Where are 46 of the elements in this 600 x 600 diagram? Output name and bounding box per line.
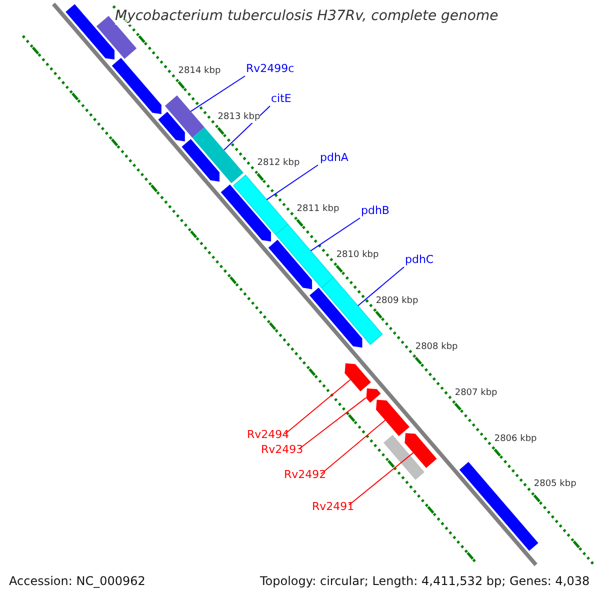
leader-line xyxy=(310,218,360,252)
gene-feature xyxy=(376,400,410,436)
gene-feature xyxy=(220,184,271,242)
gene-feature xyxy=(344,363,371,392)
gene-feature xyxy=(268,240,312,290)
gene-feature xyxy=(366,388,381,403)
gene-label: Rv2499c xyxy=(246,62,294,76)
gene-feature xyxy=(404,433,437,468)
scale-label: 2811 kbp xyxy=(296,204,340,215)
gene-feature xyxy=(158,112,185,142)
leader-line xyxy=(284,379,351,434)
accession-text: Accession: NC_000962 xyxy=(9,574,146,588)
scale-label: 2808 kbp xyxy=(415,342,458,352)
gene-label: Rv2491 xyxy=(312,500,354,514)
leader-line xyxy=(320,420,386,474)
scale-label: 2810 kbp xyxy=(336,250,379,261)
scale-label: 2814 kbp xyxy=(178,66,221,77)
scale-label: 2809 kbp xyxy=(376,296,418,307)
scale-label: 2805 kbp xyxy=(534,479,576,490)
gene-feature xyxy=(275,224,334,288)
scale-label: 2812 kbp xyxy=(257,158,300,169)
gene-label: citE xyxy=(271,92,292,106)
gene-feature xyxy=(192,127,244,184)
gene-feature xyxy=(310,288,362,348)
gene-label: pdhB xyxy=(361,204,390,218)
gene-label: Rv2494 xyxy=(247,428,290,442)
scale-label: 2807 kbp xyxy=(454,388,498,398)
gene-label: pdhC xyxy=(405,253,434,266)
gene-feature xyxy=(384,434,424,480)
gene-feature xyxy=(232,174,288,236)
scale-label: 2813 kbp xyxy=(218,112,260,123)
map-title: Mycobacterium tuberculosis H37Rv, complete genome xyxy=(115,8,498,25)
gene-feature xyxy=(66,4,114,60)
gene-feature xyxy=(112,58,162,114)
gene-feature xyxy=(182,139,220,182)
gene-feature xyxy=(164,95,204,138)
leader-line xyxy=(348,452,414,506)
gene-label: pdhA xyxy=(320,151,348,164)
leader-line xyxy=(358,266,404,306)
gene-label: Rv2493 xyxy=(261,443,304,456)
genome-stats-text: Topology: circular; Length: 4,411,532 bp; Genes: 4,038 xyxy=(260,574,590,588)
gene-label: Rv2492 xyxy=(284,468,326,482)
leader-line xyxy=(190,76,246,112)
leader-line xyxy=(298,397,366,450)
scale-label: 2806 kbp xyxy=(494,434,537,444)
leader-line xyxy=(266,164,318,200)
